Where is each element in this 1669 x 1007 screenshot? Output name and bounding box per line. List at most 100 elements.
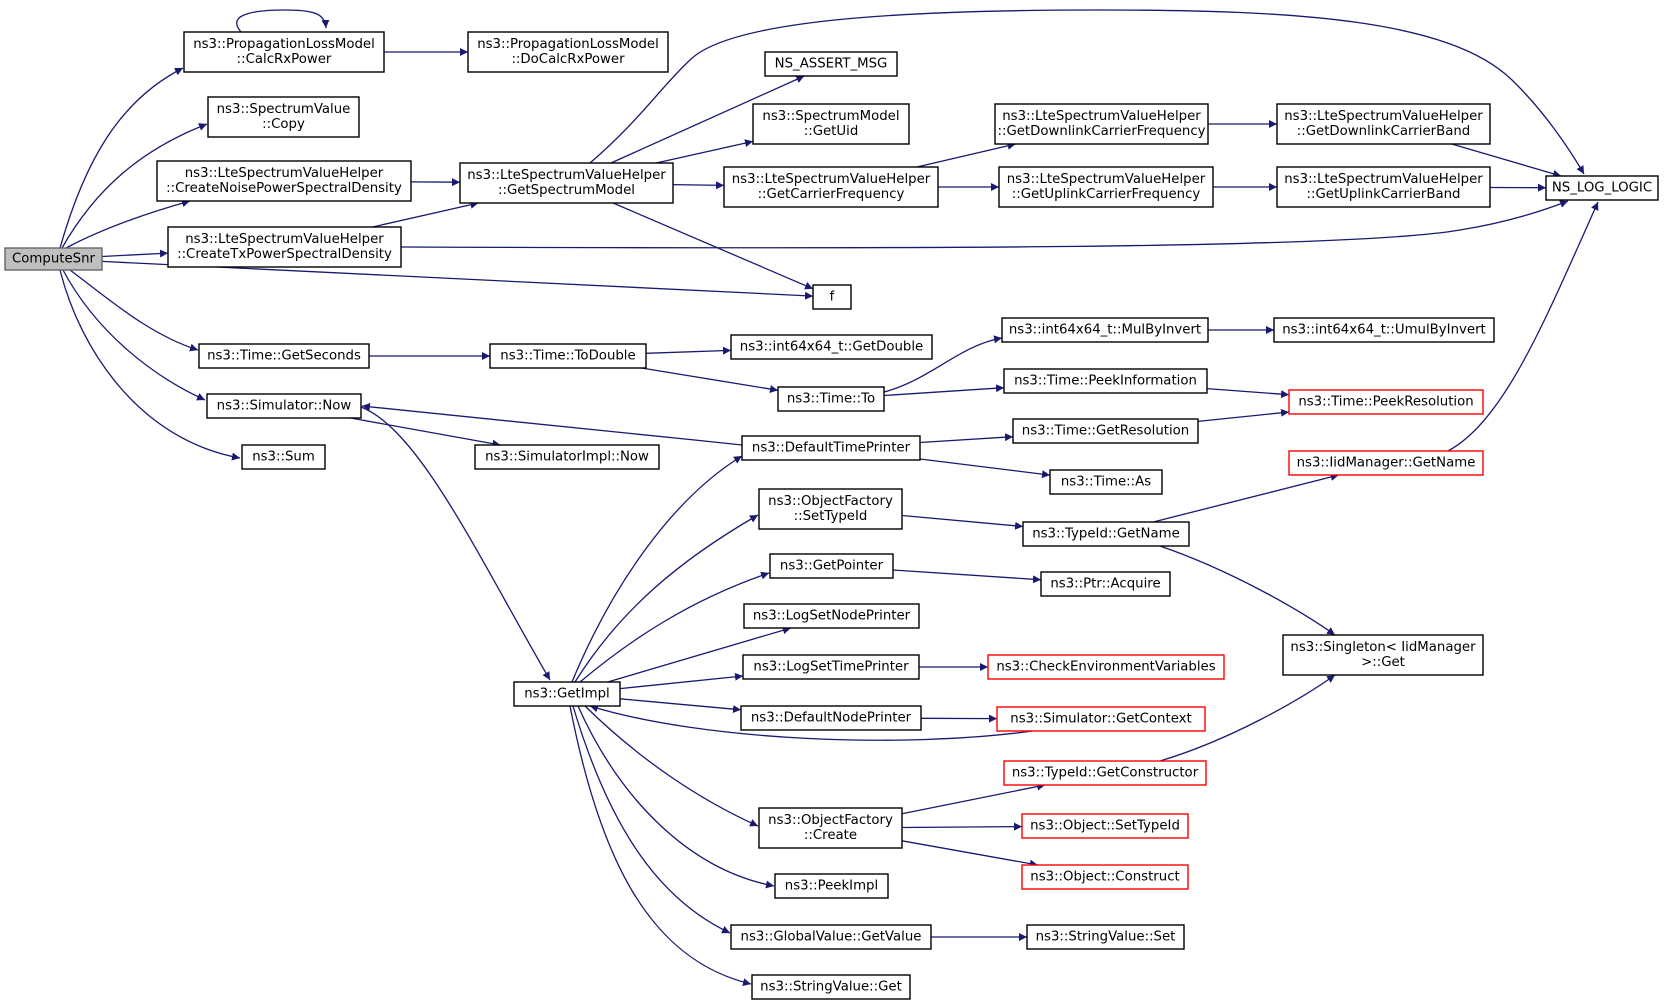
node-object-construct[interactable]: ns3::Object::Construct (1021, 864, 1189, 890)
node-label: ns3::TypeId::GetConstructor (1012, 766, 1199, 781)
node-label: ::GetDownlinkCarrierFrequency (997, 124, 1205, 139)
node-lsvh-create-tx[interactable]: ns3::LteSpectrumValueHelper::CreateTxPow… (167, 226, 402, 268)
node-lsvh-get-ulband[interactable]: ns3::LteSpectrumValueHelper::GetUplinkCa… (1276, 166, 1491, 208)
node-lsvh-get-dlband[interactable]: ns3::LteSpectrumValueHelper::GetDownlink… (1276, 103, 1491, 145)
node-ns-assert-msg[interactable]: NS_ASSERT_MSG (764, 51, 898, 77)
node-label: ::GetDownlinkCarrierBand (1297, 124, 1470, 139)
node-time-peek-information[interactable]: ns3::Time::PeekInformation (1003, 368, 1208, 394)
node-box (198, 343, 370, 369)
node-label: ns3::Singleton< IidManager (1290, 640, 1476, 655)
node-label: f (830, 290, 835, 305)
edge-of-create-to-object-set-type-id (901, 822, 1023, 831)
node-of-create[interactable]: ns3::ObjectFactory::Create (758, 807, 903, 849)
node-box (774, 873, 889, 899)
node-log-set-time-printer[interactable]: ns3::LogSetTimePrinter (742, 654, 920, 680)
node-sv-copy[interactable]: ns3::SpectrumValue::Copy (207, 96, 360, 138)
node-label: NS_LOG_LOGIC (1552, 181, 1652, 196)
node-default-time-printer[interactable]: ns3::DefaultTimePrinter (741, 435, 921, 461)
node-lsvh-get-ulfreq[interactable]: ns3::LteSpectrumValueHelper::GetUplinkCa… (998, 166, 1214, 208)
node-time-to-double[interactable]: ns3::Time::ToDouble (489, 343, 647, 369)
edge-compute-snr-to-lsvh-create-tx (101, 249, 169, 258)
edge-default-time-printer-to-time-as (919, 458, 1051, 479)
node-label: ns3::Simulator::Now (217, 399, 352, 414)
edge-get-impl-to-get-pointer (579, 571, 770, 683)
node-box (752, 103, 910, 145)
node-gv-get-value[interactable]: ns3::GlobalValue::GetValue (730, 924, 932, 950)
edge-simulator-get-context-to-get-impl (589, 704, 1041, 741)
node-label: ns3::LteSpectrumValueHelper (1002, 109, 1201, 124)
node-label: NS_ASSERT_MSG (775, 57, 888, 72)
node-box (743, 603, 920, 629)
node-label: ns3::GetImpl (524, 687, 609, 702)
edge-get-impl-to-log-set-time-printer (619, 672, 744, 690)
node-default-node-printer[interactable]: ns3::DefaultNodePrinter (740, 705, 922, 731)
node-get-pointer[interactable]: ns3::GetPointer (769, 553, 894, 579)
node-label: ns3::LteSpectrumValueHelper (1007, 172, 1206, 187)
node-get-impl[interactable]: ns3::GetImpl (513, 681, 621, 707)
edge-of-create-to-type-id-get-constructor (901, 782, 1046, 815)
node-label: ns3::Object::Construct (1030, 870, 1179, 885)
node-ns-log-logic[interactable]: NS_LOG_LOGIC (1545, 175, 1659, 201)
node-plm-do-calc-rx-power[interactable]: ns3::PropagationLossModel::DoCalcRxPower (467, 31, 669, 73)
node-label: ns3::Simulator::GetContext (1010, 712, 1191, 727)
node-object-set-type-id[interactable]: ns3::Object::SetTypeId (1021, 813, 1189, 839)
node-label: ns3::PropagationLossModel (193, 37, 375, 52)
node-string-value-get[interactable]: ns3::StringValue::Get (751, 974, 911, 1000)
node-simulator-now[interactable]: ns3::Simulator::Now (206, 393, 362, 419)
node-simulator-get-context[interactable]: ns3::Simulator::GetContext (996, 706, 1206, 732)
node-i64-mul-by-invert[interactable]: ns3::int64x64_t::MulByInvert (1001, 317, 1209, 343)
edge-time-get-resolution-to-time-peek-resolution (1197, 408, 1290, 423)
node-label: ns3::SpectrumModel (762, 109, 899, 124)
node-time-peek-resolution[interactable]: ns3::Time::PeekResolution (1288, 389, 1484, 415)
node-check-env-vars[interactable]: ns3::CheckEnvironmentVariables (987, 654, 1225, 680)
node-lsvh-create-noise[interactable]: ns3::LteSpectrumValueHelper::CreateNoise… (156, 160, 412, 202)
node-label: ns3::PeekImpl (785, 879, 878, 894)
node-label: ns3::StringValue::Set (1036, 930, 1176, 945)
node-time-get-seconds[interactable]: ns3::Time::GetSeconds (198, 343, 370, 369)
node-label: ns3::int64x64_t::MulByInvert (1009, 323, 1201, 338)
edge-time-to-to-time-peek-information (883, 384, 1005, 397)
node-box (1003, 368, 1208, 394)
node-label: ns3::DefaultNodePrinter (751, 711, 912, 726)
node-i64-umul-by-invert[interactable]: ns3::int64x64_t::UmulByInvert (1273, 317, 1495, 343)
node-simulator-impl-now[interactable]: ns3::SimulatorImpl::Now (474, 444, 660, 470)
node-label: ns3::Ptr::Acquire (1050, 577, 1160, 592)
node-box (777, 386, 885, 412)
node-label: ::CreateTxPowerSpectralDensity (177, 247, 392, 262)
node-singleton-get[interactable]: ns3::Singleton< IidManager>::Get (1282, 634, 1484, 676)
node-sum[interactable]: ns3::Sum (241, 444, 326, 470)
node-lsvh-get-dlfreq[interactable]: ns3::LteSpectrumValueHelper::GetDownlink… (994, 103, 1209, 145)
node-lsvh-get-carrier-freq[interactable]: ns3::LteSpectrumValueHelper::GetCarrierF… (723, 166, 939, 208)
node-of-set-type-id[interactable]: ns3::ObjectFactory::SetTypeId (758, 488, 903, 530)
node-type-id-get-constructor[interactable]: ns3::TypeId::GetConstructor (1003, 760, 1207, 786)
edge-compute-snr-to-sv-copy (61, 123, 208, 249)
node-box (1040, 571, 1171, 597)
node-box (167, 226, 402, 268)
node-time-as[interactable]: ns3::Time::As (1049, 469, 1163, 495)
node-i64-get-double[interactable]: ns3::int64x64_t::GetDouble (730, 334, 933, 360)
edge-of-create-to-object-construct (901, 840, 1038, 868)
node-type-id-get-name[interactable]: ns3::TypeId::GetName (1022, 521, 1190, 547)
node-box (207, 96, 360, 138)
edge-get-impl-to-default-node-printer (619, 698, 742, 714)
node-box (769, 553, 894, 579)
node-box (998, 166, 1214, 208)
node-compute-snr[interactable]: ComputeSnr (4, 247, 103, 271)
node-string-value-set[interactable]: ns3::StringValue::Set (1026, 924, 1185, 950)
node-f[interactable]: f (812, 284, 852, 310)
node-sm-get-uid[interactable]: ns3::SpectrumModel::GetUid (752, 103, 910, 145)
node-box (751, 974, 911, 1000)
node-ptr-acquire[interactable]: ns3::Ptr::Acquire (1040, 571, 1171, 597)
node-iid-manager-get-name[interactable]: ns3::IidManager::GetName (1288, 450, 1484, 476)
node-label: ns3::Time::GetResolution (1022, 424, 1189, 439)
node-label: ns3::StringValue::Get (760, 980, 902, 995)
node-peek-impl[interactable]: ns3::PeekImpl (774, 873, 889, 899)
node-plm-calc-rx-power[interactable]: ns3::PropagationLossModel::CalcRxPower (183, 31, 385, 73)
node-label: ns3::LteSpectrumValueHelper (185, 166, 384, 181)
node-lsvh-get-spectrum-model[interactable]: ns3::LteSpectrumValueHelper::GetSpectrum… (459, 162, 674, 204)
edge-of-set-type-id-to-type-id-get-name (901, 514, 1024, 530)
node-time-get-resolution[interactable]: ns3::Time::GetResolution (1012, 418, 1199, 444)
node-box (740, 705, 922, 731)
node-time-to[interactable]: ns3::Time::To (777, 386, 885, 412)
node-log-set-node-printer[interactable]: ns3::LogSetNodePrinter (743, 603, 920, 629)
